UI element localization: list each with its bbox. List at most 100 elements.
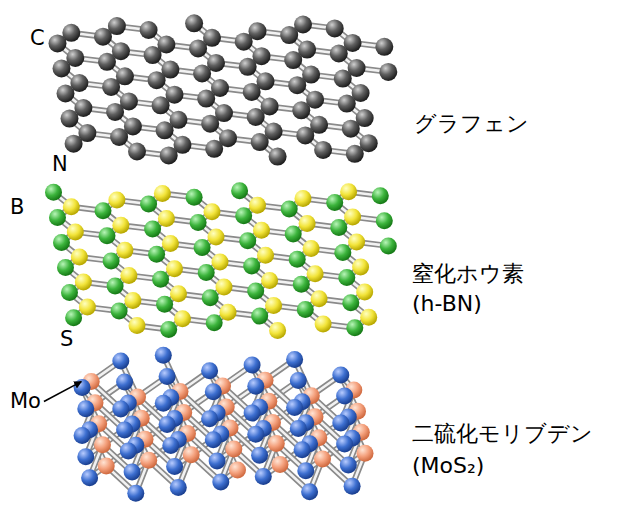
nitrogen-atom (330, 219, 347, 236)
carbon-atom (185, 14, 203, 32)
boron-atom (249, 197, 266, 214)
carbon-atom (197, 90, 215, 108)
nitrogen-atom (243, 257, 260, 274)
sulfur-atom (332, 415, 349, 432)
boron-atom (212, 254, 229, 271)
boron-atom (108, 192, 125, 209)
nitrogen-atom (107, 277, 124, 294)
nitrogen-atom (289, 251, 306, 268)
sulfur-atom (74, 427, 91, 444)
boron-atom (257, 247, 274, 264)
carbon-atom (160, 146, 178, 164)
sulfur-atom (120, 443, 137, 460)
boron-atom (204, 203, 221, 220)
boron-atom (63, 198, 80, 215)
boron-atom (112, 217, 129, 234)
sulfur-atom (286, 351, 303, 368)
boron-atom (360, 309, 377, 326)
nitrogen-atom (376, 212, 393, 229)
carbon-atom (342, 120, 360, 138)
carbon-atom (334, 70, 352, 88)
carbon-atom (49, 34, 67, 52)
nitrogen-atom (140, 196, 157, 213)
boron-atom (344, 208, 361, 225)
carbon-atom (152, 96, 170, 114)
sulfur-atom (244, 405, 261, 422)
molybdenum-atom (94, 436, 111, 453)
sulfur-atom (290, 420, 307, 437)
nitrogen-atom (334, 244, 351, 261)
sulfur-atom (159, 416, 176, 433)
nitrogen-atom (251, 308, 268, 325)
sulfur-atom (74, 379, 91, 396)
molybdenum-atom (98, 457, 115, 474)
molybdenum-atom (183, 446, 200, 463)
element-label: C (30, 27, 45, 50)
material-formula: (h-BN) (412, 292, 482, 316)
carbon-atom (280, 26, 298, 44)
material-formula: (MoS₂) (412, 454, 484, 478)
boron-atom (307, 265, 324, 282)
boron-atom (340, 183, 357, 200)
material-name: 二硫化モリブデン (412, 422, 593, 446)
boron-atom (71, 249, 88, 266)
element-label: B (10, 196, 24, 219)
sulfur-atom (116, 374, 133, 391)
sulfur-atom (77, 448, 94, 465)
boron-atom (116, 242, 133, 259)
carbon-atom (61, 110, 79, 128)
carbon-atom (269, 148, 287, 166)
boron-atom (315, 315, 332, 332)
boron-atom (67, 223, 84, 240)
sulfur-atom (340, 457, 357, 474)
nitrogen-atom (342, 294, 359, 311)
carbon-atom (251, 133, 269, 151)
nitrogen-atom (152, 271, 169, 288)
sulfur-atom (170, 479, 187, 496)
carbon-atom (239, 58, 257, 76)
element-label: Mo (10, 390, 41, 413)
carbon-atom (148, 71, 166, 89)
nitrogen-atom (206, 314, 223, 331)
sulfur-atom (336, 388, 353, 405)
molybdenum-atom (272, 456, 289, 473)
boron-atom (299, 215, 316, 232)
boron-atom (170, 285, 187, 302)
carbon-atom (128, 143, 146, 161)
nitrogen-atom (57, 259, 74, 276)
carbon-atom (379, 63, 397, 81)
element-label: S (60, 328, 73, 351)
sulfur-atom (81, 469, 98, 486)
carbon-atom (94, 28, 112, 46)
nitrogen-atom (293, 276, 310, 293)
nitrogen-atom (285, 226, 302, 243)
molybdenum-atom (268, 435, 285, 452)
nitrogen-atom (380, 237, 397, 254)
sulfur-atom (166, 458, 183, 475)
sulfur-atom (162, 437, 179, 454)
sulfur-atom (155, 347, 172, 364)
nitrogen-atom (346, 319, 363, 336)
nitrogen-atom (198, 264, 215, 281)
nitrogen-atom (247, 283, 264, 300)
material-name: 窒化ホウ素 (412, 262, 524, 286)
sulfur-atom (155, 395, 172, 412)
boron-atom (75, 274, 92, 291)
nitrogen-atom (144, 221, 161, 238)
carbon-atom (314, 141, 332, 159)
sulfur-atom (201, 362, 218, 379)
sulfur-atom (301, 483, 318, 500)
nitrogen-atom (111, 303, 128, 320)
boron-atom (356, 284, 373, 301)
molybdenum-atom (140, 452, 157, 469)
carbon-atom (65, 135, 83, 153)
carbon-atom (98, 53, 116, 71)
boron-atom (166, 260, 183, 277)
sulfur-atom (127, 485, 144, 502)
carbon-atom (284, 51, 302, 69)
boron-atom (154, 185, 171, 202)
nitrogen-atom (156, 296, 173, 313)
nitrogen-atom (372, 187, 389, 204)
nitrogen-atom (45, 184, 62, 201)
boron-atom (265, 297, 282, 314)
